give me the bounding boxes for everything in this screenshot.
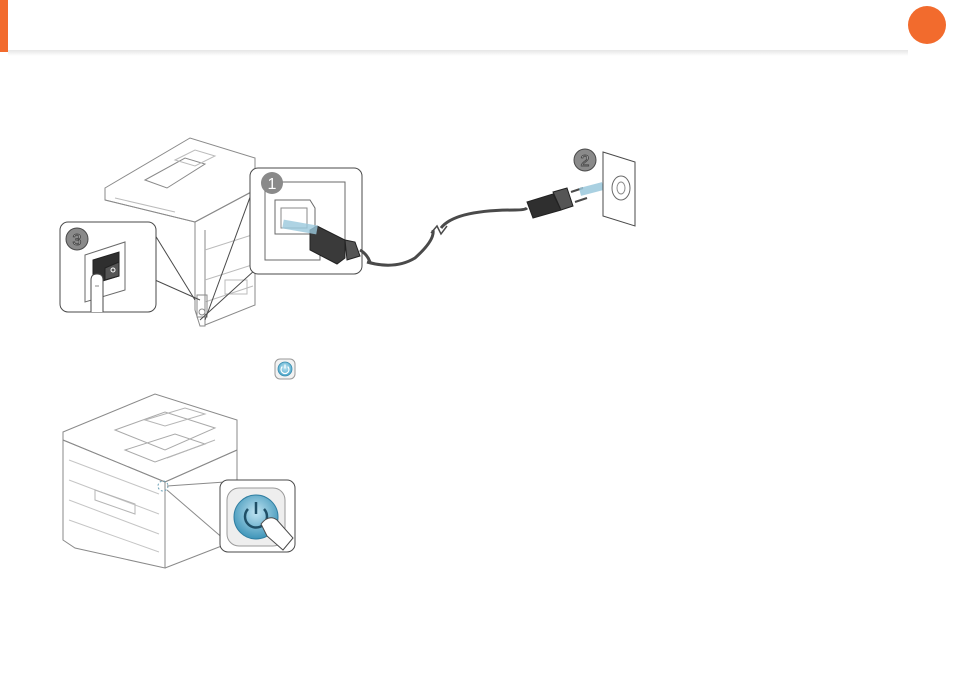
wall-plug-icon bbox=[527, 188, 587, 218]
callout-power-button bbox=[220, 480, 295, 552]
power-cord bbox=[367, 208, 527, 265]
printer-icon bbox=[63, 394, 237, 568]
callout-power-switch: 3 bbox=[60, 222, 200, 312]
power-cord-connection-illustration: 1 2 3 bbox=[55, 130, 650, 345]
power-icon bbox=[274, 358, 296, 380]
finger-icon bbox=[91, 274, 103, 312]
step-badge-1: 1 bbox=[268, 176, 277, 193]
step-badge-3: 3 bbox=[73, 232, 82, 249]
power-button-press-illustration bbox=[55, 390, 300, 570]
header-accent-bar bbox=[0, 0, 8, 52]
wall-outlet-icon bbox=[603, 152, 635, 226]
step-badge-2: 2 bbox=[581, 153, 590, 170]
header-rule bbox=[8, 50, 908, 56]
page-marker-dot bbox=[908, 6, 946, 44]
callout-plug-into-printer: 1 bbox=[200, 168, 370, 320]
